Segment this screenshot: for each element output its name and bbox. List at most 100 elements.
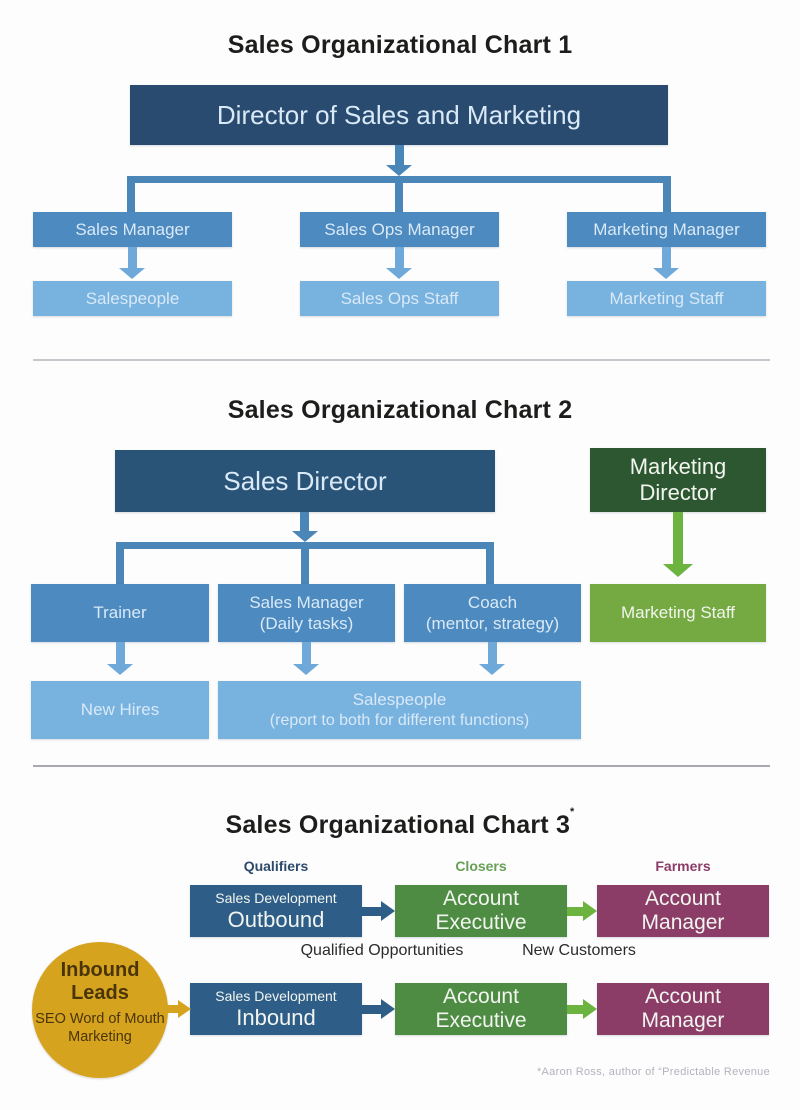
chart1-rail xyxy=(127,176,671,183)
chart2-arrow3-head-icon xyxy=(479,664,505,675)
chart3-label-qualified-opportunities: Qualified Opportunities xyxy=(297,943,467,959)
chart2-arrow3-stem xyxy=(488,642,497,665)
section-divider-1 xyxy=(33,359,770,361)
chart3-inbound-leads-items: SEO Word of Mouth Marketing xyxy=(32,1011,168,1046)
chart3-am-bottom-line1: Account xyxy=(645,985,721,1008)
chart3-inbound-item-seo: SEO xyxy=(35,1011,66,1027)
chart3-sd-outbound-line2: Outbound xyxy=(227,907,325,932)
chart1-arrow2-stem xyxy=(395,247,404,269)
chart1-root-arrow-head-icon xyxy=(386,165,412,176)
chart3-inbound-leads-circle: Inbound Leads SEO Word of Mouth Marketin… xyxy=(32,942,168,1078)
chart1-manager-label-marketing: Marketing Manager xyxy=(593,219,740,239)
chart3-column-label-qualifiers: Qualifiers xyxy=(243,858,309,874)
chart1-manager-label-salesops: Sales Ops Manager xyxy=(324,219,475,239)
chart1-manager-box-salesops: Sales Ops Manager xyxy=(300,212,499,247)
chart3-arrow-top-1-head-icon xyxy=(381,901,395,921)
chart1-arrow3-stem xyxy=(662,247,671,269)
chart3-ae-bottom-line2: Executive xyxy=(435,1009,527,1032)
chart2-sales-manager-box: Sales Manager (Daily tasks) xyxy=(218,584,395,642)
chart1-arrow1-head-icon xyxy=(119,268,145,279)
chart1-arrow1-stem xyxy=(128,247,137,269)
chart2-coach-box: Coach (mentor, strategy) xyxy=(404,584,581,642)
chart2-marketing-director-box: Marketing Director xyxy=(590,448,766,512)
chart3-account-executive-box-top: Account Executive xyxy=(395,885,567,937)
chart3-new-customers-line2: Customers xyxy=(558,942,636,959)
chart2-drop-left xyxy=(116,542,124,584)
chart2-salespeople-box: Salespeople (report to both for differen… xyxy=(218,681,581,739)
chart2-marketing-staff-label: Marketing Staff xyxy=(620,603,736,622)
chart3-qualified-line1: Qualified xyxy=(300,942,364,959)
chart3-ae-top-line1: Account xyxy=(443,887,519,910)
chart1-staff-label-salespeople: Salespeople xyxy=(85,288,180,308)
chart3-inbound-line1: Inbound xyxy=(60,959,140,981)
chart1-root-arrow-stem xyxy=(395,145,404,166)
chart3-sd-outbound-line1: Sales Development xyxy=(215,890,337,906)
chart3-arrow-bottom-2-head-icon xyxy=(583,999,597,1019)
chart1-staff-box-salespeople: Salespeople xyxy=(33,281,232,316)
chart3-sd-inbound-line2: Inbound xyxy=(236,1005,316,1030)
chart3-arrow-bottom-1-head-icon xyxy=(381,999,395,1019)
chart3-column-label-farmers: Farmers xyxy=(655,858,711,874)
chart2-trainer-label: Trainer xyxy=(93,603,147,622)
chart2-rail xyxy=(116,542,494,549)
chart1-staff-label-salesops: Sales Ops Staff xyxy=(340,288,459,308)
chart3-am-bottom-line2: Manager xyxy=(641,1009,725,1032)
chart2-marketing-director-line2: Director xyxy=(639,480,717,505)
chart3-qualified-line2: Opportunities xyxy=(368,942,464,959)
chart3-account-executive-box-bottom: Account Executive xyxy=(395,983,567,1035)
chart3-column-label-closers: Closers xyxy=(455,858,507,874)
chart3-am-top-line1: Account xyxy=(645,887,721,910)
chart1-drop-center xyxy=(395,183,403,212)
chart3-arrow-bottom-1-stem xyxy=(362,1005,382,1014)
chart2-arrow1-head-icon xyxy=(107,664,133,675)
chart2-drop-right xyxy=(486,542,494,584)
chart2-marketing-arrow-head-icon xyxy=(663,564,693,577)
chart2-coach-line1: Coach xyxy=(467,593,518,612)
chart2-salespeople-line1: Salespeople xyxy=(352,690,447,709)
chart2-root-label: Sales Director xyxy=(223,465,387,496)
chart1-manager-box-marketing: Marketing Manager xyxy=(567,212,766,247)
chart2-sales-manager-line2: (Daily tasks) xyxy=(259,614,354,633)
chart1-title: Sales Organizational Chart 1 xyxy=(227,31,573,59)
chart2-root-box: Sales Director xyxy=(115,450,495,512)
chart2-coach-line2: (mentor, strategy) xyxy=(425,614,560,633)
chart3-title: Sales Organizational Chart 3* xyxy=(0,806,800,840)
chart2-root-arrow-stem xyxy=(300,512,309,532)
chart1-staff-box-marketing: Marketing Staff xyxy=(567,281,766,316)
chart1-staff-box-salesops: Sales Ops Staff xyxy=(300,281,499,316)
chart3-inbound-leads-title: Inbound Leads xyxy=(32,959,168,1005)
chart3-arrow-bottom-2-stem xyxy=(567,1005,584,1014)
chart3-account-manager-box-bottom: Account Manager xyxy=(597,983,769,1035)
chart2-arrow2-stem xyxy=(302,642,311,665)
chart3-arrow-top-2-stem xyxy=(567,907,584,916)
chart2-title: Sales Organizational Chart 2 xyxy=(227,396,573,424)
chart2-new-hires-box: New Hires xyxy=(31,681,209,739)
chart3-inbound-arrow-stem xyxy=(163,1005,179,1013)
chart3-ae-bottom-line1: Account xyxy=(443,985,519,1008)
chart1-manager-box-sales: Sales Manager xyxy=(33,212,232,247)
chart3-sd-inbound-box: Sales Development Inbound xyxy=(190,983,362,1035)
chart3-title-footnote-marker: * xyxy=(570,806,575,818)
chart3-am-top-line2: Manager xyxy=(641,911,725,934)
chart3-arrow-top-2-head-icon xyxy=(583,901,597,921)
chart3-inbound-item-marketing: Marketing xyxy=(68,1028,132,1045)
chart2-arrow1-stem xyxy=(116,642,125,665)
chart2-new-hires-label: New Hires xyxy=(80,700,160,719)
chart1-drop-right xyxy=(663,176,671,212)
chart2-sales-manager-line1: Sales Manager xyxy=(249,593,364,612)
chart3-label-new-customers: New Customers xyxy=(494,943,664,959)
chart2-marketing-arrow-stem xyxy=(673,512,683,565)
chart3-title-text: Sales Organizational Chart 3 xyxy=(225,811,571,839)
chart2-trainer-box: Trainer xyxy=(31,584,209,642)
chart3-inbound-item-word-of-mouth: Word of Mouth xyxy=(69,1011,165,1027)
chart2-root-arrow-head-icon xyxy=(292,531,318,542)
chart3-new-customers-line1: New xyxy=(522,942,555,959)
chart3-footnote: *Aaron Ross, author of “Predictable Reve… xyxy=(536,1066,770,1078)
chart3-arrow-top-1-stem xyxy=(362,907,382,916)
chart1-staff-label-marketing: Marketing Staff xyxy=(609,288,724,308)
chart3-inbound-line2: Leads xyxy=(71,982,129,1004)
chart1-arrow2-head-icon xyxy=(386,268,412,279)
chart1-root-label: Director of Sales and Marketing xyxy=(216,99,582,130)
chart1-arrow3-head-icon xyxy=(653,268,679,279)
